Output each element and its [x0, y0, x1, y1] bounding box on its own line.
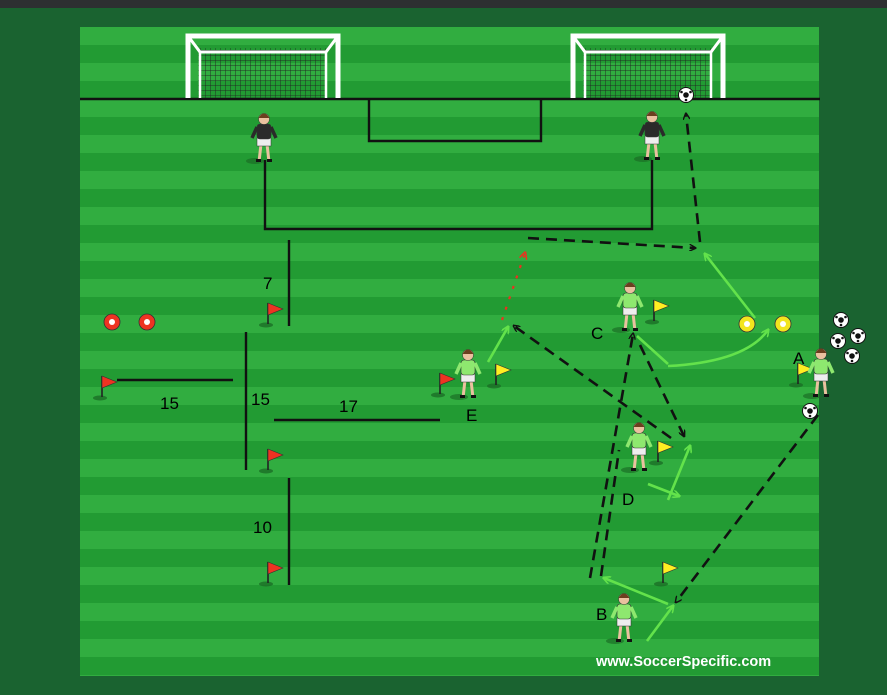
soccer-ball-icon — [679, 88, 694, 103]
grass-stripe — [80, 297, 819, 315]
grass-stripe — [80, 675, 819, 676]
grass-stripe — [80, 315, 819, 333]
player-label-a: A — [793, 349, 805, 368]
grass-stripe — [80, 621, 819, 639]
soccer-ball-icon — [851, 329, 866, 344]
soccer-ball-icon — [803, 404, 818, 419]
player-label-e: E — [466, 406, 477, 425]
grass-stripe — [80, 441, 819, 459]
soccer-ball-icon — [845, 349, 860, 364]
pitch-grass — [80, 27, 819, 676]
grass-stripe — [80, 333, 819, 351]
measurement-10: 10 — [253, 518, 272, 537]
grass-stripe — [80, 135, 819, 153]
grass-stripe — [80, 405, 819, 423]
cone-marker-icon — [739, 316, 755, 332]
window-top-bar — [0, 0, 887, 8]
grass-stripe — [80, 459, 819, 477]
grass-stripe — [80, 189, 819, 207]
grass-stripe — [80, 225, 819, 243]
grass-stripe — [80, 207, 819, 225]
cone-marker-icon — [775, 316, 791, 332]
grass-stripe — [80, 495, 819, 513]
grass-stripe — [80, 387, 819, 405]
measurement-7: 7 — [263, 274, 272, 293]
cone-marker-icon — [104, 314, 120, 330]
grass-stripe — [80, 603, 819, 621]
grass-stripe — [80, 477, 819, 495]
grass-stripe — [80, 261, 819, 279]
grass-stripe — [80, 153, 819, 171]
grass-stripe — [80, 99, 819, 117]
player-label-d: D — [622, 490, 634, 509]
soccer-ball-icon — [831, 334, 846, 349]
grass-stripe — [80, 531, 819, 549]
measurement-17: 17 — [339, 397, 358, 416]
soccer-ball-icon — [834, 313, 849, 328]
grass-stripe — [80, 117, 819, 135]
grass-stripe — [80, 513, 819, 531]
grass-stripe — [80, 585, 819, 603]
grass-stripe — [80, 279, 819, 297]
watermark: www.SoccerSpecific.com — [595, 654, 771, 670]
player-label-c: C — [591, 324, 603, 343]
grass-stripe — [80, 567, 819, 585]
measurement-15-vertical: 15 — [251, 390, 270, 409]
measurement-15-horizontal: 15 — [160, 394, 179, 413]
grass-stripe — [80, 423, 819, 441]
grass-stripe — [80, 171, 819, 189]
cone-marker-icon — [139, 314, 155, 330]
player-label-b: B — [596, 605, 607, 624]
